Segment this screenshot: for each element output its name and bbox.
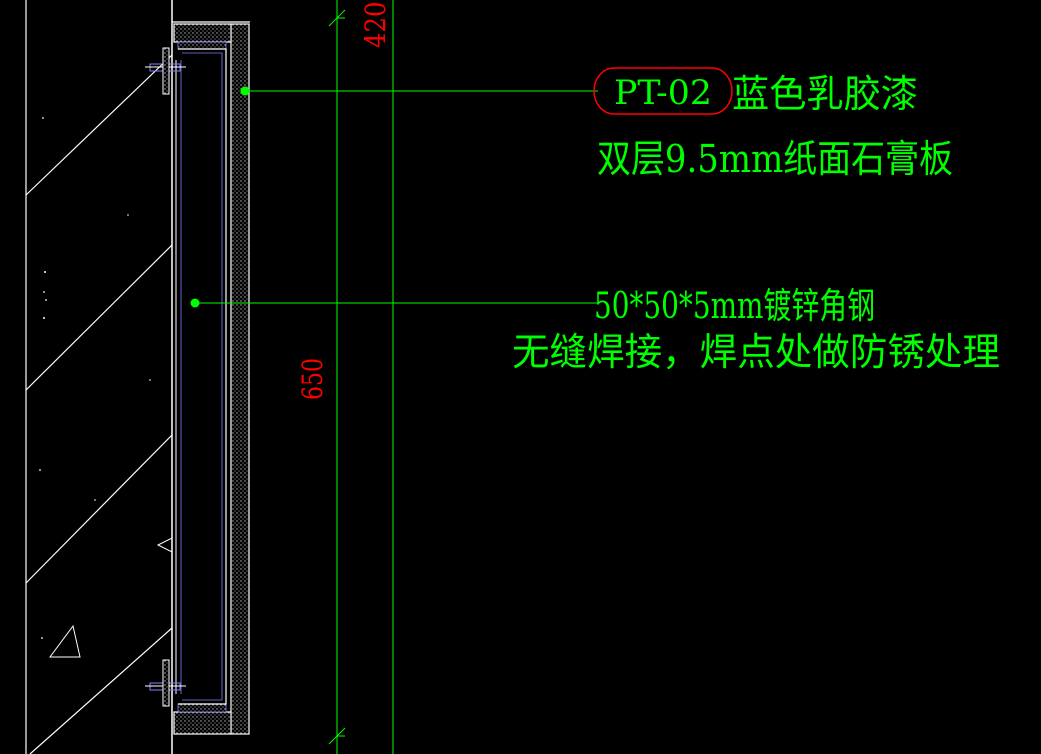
steel-angle-spec: 50*50*5mm镀锌角钢 bbox=[594, 286, 875, 327]
leader-lines bbox=[195, 90, 598, 304]
board-spec: 双层9.5mm纸面石膏板 bbox=[597, 137, 953, 181]
wall-hatch bbox=[25, 0, 173, 754]
gypsum-board-layers bbox=[173, 23, 250, 735]
steel-angle-frame bbox=[175, 48, 227, 705]
leader-dot-steel bbox=[190, 298, 200, 308]
dimension-extension-lines bbox=[328, 0, 394, 754]
finish-material: 蓝色乳胶漆 bbox=[732, 72, 918, 116]
anchor-bolt-bottom bbox=[145, 659, 186, 707]
anchor-bolt-top bbox=[145, 47, 186, 95]
dimension-label-4200: 4200 bbox=[359, 0, 392, 48]
weld-note: 无缝焊接，焊点处做防锈处理 bbox=[512, 330, 1000, 374]
finish-tag: PT-02 bbox=[614, 73, 712, 113]
wall-speckles bbox=[39, 117, 151, 639]
tag-oval bbox=[593, 67, 733, 115]
leader-dot-paint bbox=[240, 86, 250, 96]
dimension-label-650: 650 bbox=[296, 358, 329, 400]
